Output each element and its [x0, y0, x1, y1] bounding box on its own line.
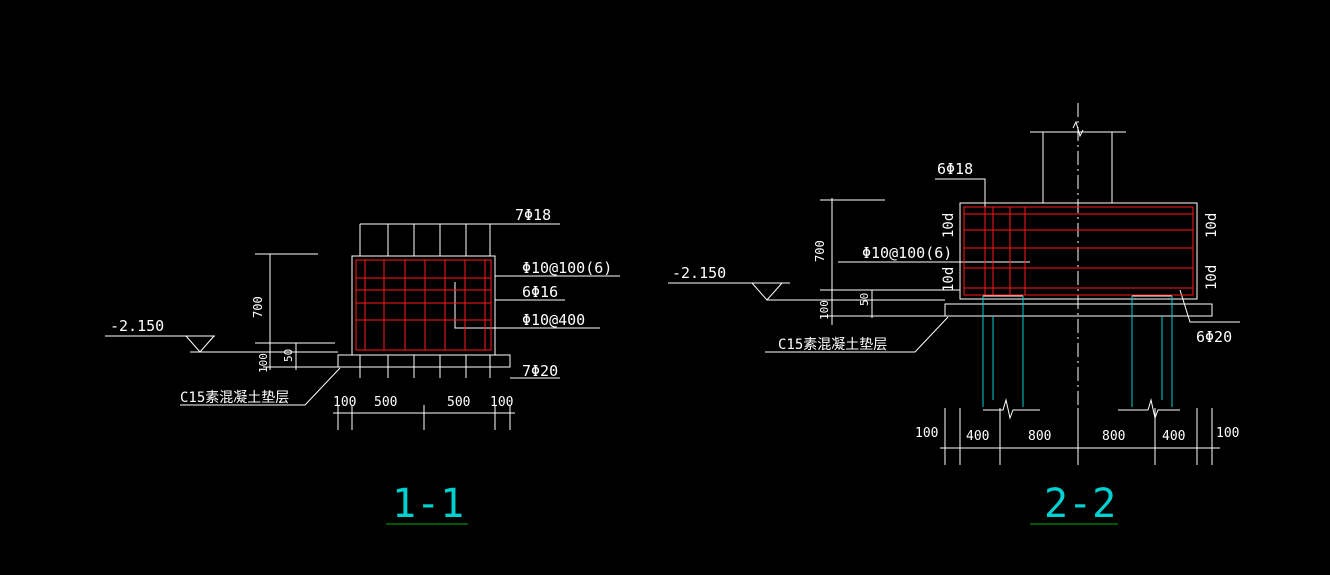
label-2-rebar-bottom: 6Φ20	[1196, 328, 1232, 346]
label-2-anchor-right-bottom: 10d	[1204, 265, 1220, 290]
elevation-marker-2	[751, 282, 783, 301]
dim-2-e: 400	[1162, 429, 1185, 444]
column-stub-lines	[359, 223, 491, 256]
label-2-cushion: C15素混凝土垫层	[778, 337, 887, 353]
label-2-dim-height: 700	[813, 240, 827, 262]
rebar-cage-1	[355, 259, 492, 351]
dim-2-a: 100	[915, 426, 938, 441]
beam-outline-2	[959, 202, 1198, 300]
section-1-1	[105, 223, 620, 430]
label-2-dim-cushion: 100	[818, 300, 831, 320]
section-2-2	[668, 103, 1240, 465]
label-1-dim-height: 700	[251, 296, 265, 318]
label-1-tie: Φ10@400	[522, 311, 585, 329]
section-title-2-2: 2-2	[1044, 481, 1116, 527]
elevation-marker-1	[185, 335, 215, 353]
label-1-cushion: C15素混凝土垫层	[180, 390, 289, 406]
dim-1-d: 100	[490, 395, 513, 410]
label-2-stirrup: Φ10@100(6)	[862, 244, 952, 262]
dim-2-d: 800	[1102, 429, 1125, 444]
label-1-dim-cushion: 100	[257, 353, 270, 373]
section-title-1-1: 1-1	[392, 481, 464, 527]
label-2-anchor-bottom: 10d	[941, 267, 957, 292]
label-1-dim-cover: 50	[282, 349, 295, 362]
cushion-layer	[337, 354, 511, 368]
label-1-side-bars: 6Φ16	[522, 283, 558, 301]
label-2-dim-cover: 50	[858, 293, 871, 306]
label-2-anchor-top: 10d	[941, 213, 957, 238]
dim-2-f: 100	[1216, 426, 1239, 441]
label-2-elevation: -2.150	[672, 264, 726, 282]
beam-outline	[351, 255, 496, 356]
label-1-elevation: -2.150	[110, 317, 164, 335]
cushion-layer-2	[944, 303, 1213, 317]
label-1-stirrup: Φ10@100(6)	[522, 259, 612, 277]
dim-1-a: 100	[333, 395, 356, 410]
label-1-rebar-top: 7Φ18	[515, 206, 551, 224]
label-2-anchor-right-top: 10d	[1204, 213, 1220, 238]
label-2-rebar-top: 6Φ18	[937, 160, 973, 178]
label-1-rebar-bottom: 7Φ20	[522, 362, 558, 380]
dim-1-b: 500	[374, 395, 397, 410]
bottom-bar-stubs	[359, 355, 491, 378]
dim-2-c: 800	[1028, 429, 1051, 444]
dim-1-c: 500	[447, 395, 470, 410]
piles-2	[982, 296, 1173, 407]
dim-2-b: 400	[966, 429, 989, 444]
rebar-cage-2	[963, 206, 1194, 296]
